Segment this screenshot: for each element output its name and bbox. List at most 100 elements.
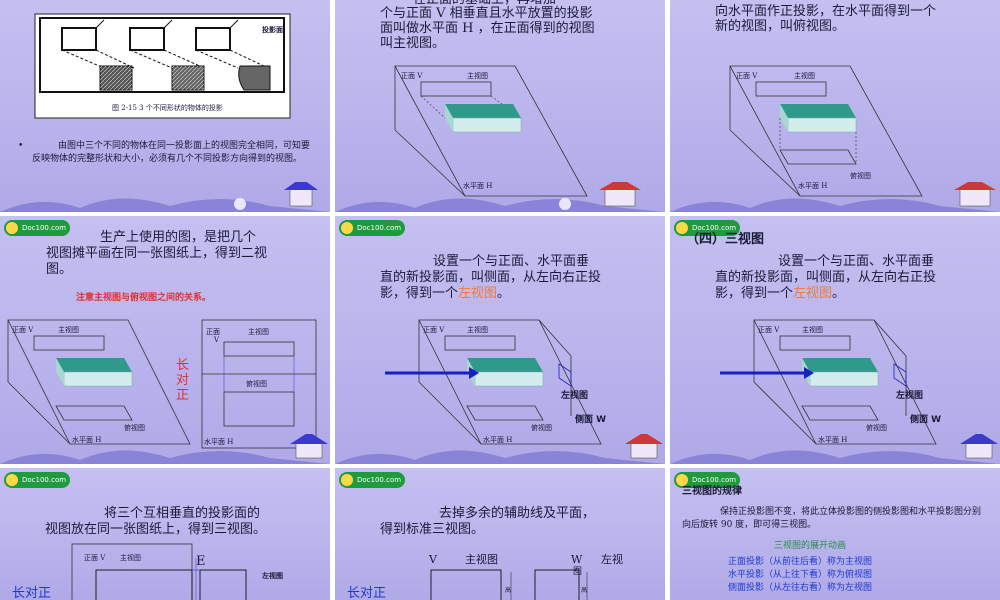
right-label-front: 正面	[206, 328, 220, 336]
label-main-view: 主视图	[58, 326, 79, 334]
right-label-main: 主视图	[248, 328, 269, 336]
standard-three-view	[430, 569, 588, 600]
deco-house-icon	[335, 182, 665, 212]
slide-4-line-2: 视图摊平画在同一张图纸上，得到二视	[46, 246, 268, 261]
logo-dot-icon	[341, 222, 353, 234]
line-3-suffix: 。	[832, 286, 846, 301]
slide-8-line-1: 去掉多余的辅助线及平面，	[439, 506, 596, 521]
label-top-view: 俯视图	[866, 424, 887, 432]
slide-5-line-3: 影，得到一个左视图。	[380, 286, 510, 302]
slide-7[interactable]: Doc100.com 将三个互相垂直的投影面的 视图放在同一张图纸上，得到三视图…	[0, 468, 330, 600]
slide-4-note: 注意主视图与俯视图之间的关系。	[76, 293, 212, 303]
rule-left-view: 侧面投影（从左往右看）称为左视图	[728, 583, 873, 593]
slide-2-line-2: 面叫做水平面 H ，在正面得到的视图	[380, 21, 595, 36]
projection-diagram	[720, 319, 937, 445]
deco-house-icon	[335, 434, 665, 464]
deco-house-icon	[670, 182, 1000, 212]
side-note-changduizheng: 长 对 正	[176, 358, 190, 403]
slide-9[interactable]: Doc100.com 三视图的规律 保持正投影图不变，将此立体投影图的侧投影图和…	[670, 468, 1000, 600]
label-top-view: 俯视图	[850, 172, 871, 180]
slide-3-line-2: 新的视图，叫俯视图。	[715, 19, 846, 34]
label-horizontal-h: 水平面 H	[72, 436, 102, 444]
slide-2[interactable]: 在正面的基础上，再增加 个与正面 V 相垂直且水平放置的投影 面叫做水平面 H …	[335, 0, 665, 212]
label-front-v: 正面 V	[736, 72, 758, 80]
slide-6-line-1: 设置一个与正面、水平面垂	[778, 254, 935, 269]
figure-label: 投影面	[262, 26, 283, 34]
right-label-top: 俯视图	[246, 380, 267, 388]
slide-5[interactable]: Doc100.com 设置一个与正面、水平面垂 直的新投影面，叫侧面，从左向右正…	[335, 216, 665, 464]
logo-dot-icon	[341, 474, 353, 486]
slide-7-line-1: 将三个互相垂直的投影面的	[104, 506, 261, 521]
slide-6-line-3: 影，得到一个左视图。	[715, 286, 845, 302]
slide-5-line-2: 直的新投影面，叫侧面，从左向右正投	[380, 270, 602, 285]
label-main-view: 主视图	[467, 326, 488, 334]
three-view-layout	[71, 543, 247, 600]
projection-diagram	[394, 65, 588, 197]
label-e: E	[196, 554, 206, 569]
figure-projections	[34, 13, 291, 119]
label-front-v: 正面 V	[84, 554, 106, 562]
label-front-v: 正面 V	[12, 326, 34, 334]
line-3-prefix: 影，得到一个	[380, 286, 459, 301]
expand-animation-link[interactable]: 三视图的展开动画	[774, 541, 847, 551]
doc100-logo[interactable]: Doc100.com	[674, 472, 741, 488]
slide-9-heading: 三视图的规律	[682, 486, 742, 497]
doc100-logo[interactable]: Doc100.com	[339, 472, 406, 488]
slide-5-line-1: 设置一个与正面、水平面垂	[433, 254, 590, 269]
label-front-v: 正面 V	[423, 326, 445, 334]
projection-diagram	[7, 319, 317, 449]
side-note-changduizheng: 长对正	[347, 586, 387, 600]
logo-text: Doc100.com	[357, 476, 402, 484]
doc100-logo[interactable]: Doc100.com	[4, 472, 71, 488]
line-3-prefix: 影，得到一个	[715, 286, 794, 301]
slide-2-line-3: 叫主视图。	[380, 36, 446, 51]
bullet: •	[18, 141, 24, 151]
logo-text: Doc100.com	[22, 476, 67, 484]
logo-text: Doc100.com	[692, 476, 737, 484]
logo-dot-icon	[6, 474, 18, 486]
slide-4-line-1: 生产上使用的图，是把几个	[100, 230, 257, 245]
label-side-w: 侧面 W	[575, 415, 607, 425]
slide-1-body: 由图中三个不同的物体在同一投影面上的视图完全相同，可知要反映物体的完整形状和大小…	[32, 141, 311, 164]
logo-text: Doc100.com	[692, 224, 737, 232]
label-v: V	[429, 553, 437, 566]
slide-3[interactable]: 向水平面作正投影，在水平面得到一个 新的视图，叫俯视图。 正面 V 主视图 俯视…	[670, 0, 1000, 212]
left-view-highlight: 左视图	[458, 286, 498, 301]
slide-1[interactable]: 投影面 图 2-15 3 个不同形状的物体的投影 • 由图中三个不同的物体在同一…	[0, 0, 330, 212]
label-top-view: 俯视图	[531, 424, 552, 432]
rule-top-view: 水平投影（从上往下看）称为俯视图	[728, 570, 873, 580]
logo-text: Doc100.com	[357, 224, 402, 232]
slide-2-line-1: 个与正面 V 相垂直且水平放置的投影	[380, 6, 593, 21]
side-note-changduizheng: 长对正	[12, 586, 52, 600]
slide-6-heading: （四）三视图	[686, 232, 765, 247]
slide-6-line-2: 直的新投影面，叫侧面，从左向右正投	[715, 270, 937, 285]
deco-house-icon	[670, 434, 1000, 464]
line-3-suffix: 。	[497, 286, 511, 301]
logo-dot-icon	[676, 474, 688, 486]
label-height: 高	[505, 587, 512, 594]
slide-8[interactable]: Doc100.com 去掉多余的辅助线及平面， 得到标准三视图。 V 主视图 W…	[335, 468, 665, 600]
deco-house-icon	[0, 434, 330, 464]
label-main-view: 主视图	[465, 553, 498, 566]
logo-dot-icon	[6, 222, 18, 234]
label-main-view: 主视图	[467, 72, 488, 80]
label-main-view: 主视图	[794, 72, 815, 80]
slide-2-line-0: 在正面的基础上，再增加	[413, 0, 556, 8]
doc100-logo[interactable]: Doc100.com	[4, 220, 71, 236]
rule-main-view: 正面投影（从前往后看）称为主视图	[728, 557, 873, 567]
left-view-highlight: 左视图	[793, 286, 833, 301]
doc100-logo[interactable]: Doc100.com	[339, 220, 406, 236]
label-left-view: 左视	[601, 553, 623, 566]
label-side-w: 侧面 W	[910, 415, 942, 425]
logo-text: Doc100.com	[22, 224, 67, 232]
right-label-v: V	[214, 336, 220, 344]
doc100-logo[interactable]: Doc100.com	[674, 220, 741, 236]
slide-6[interactable]: Doc100.com （四）三视图 设置一个与正面、水平面垂 直的新投影面，叫侧…	[670, 216, 1000, 464]
slide-4[interactable]: Doc100.com 生产上使用的图，是把几个 视图摊平画在同一张图纸上，得到二…	[0, 216, 330, 464]
figure-caption: 图 2-15 3 个不同形状的物体的投影	[112, 104, 223, 112]
label-tu: 图	[573, 567, 583, 577]
label-main-view: 主视图	[802, 326, 823, 334]
slide-4-line-3: 图。	[46, 262, 73, 277]
label-left-view: 左视图	[896, 391, 924, 401]
slide-9-body: 保持正投影图不变，将此立体投影图的侧投影图和水平投影图分别向后旋转 90 度，即…	[682, 507, 982, 530]
